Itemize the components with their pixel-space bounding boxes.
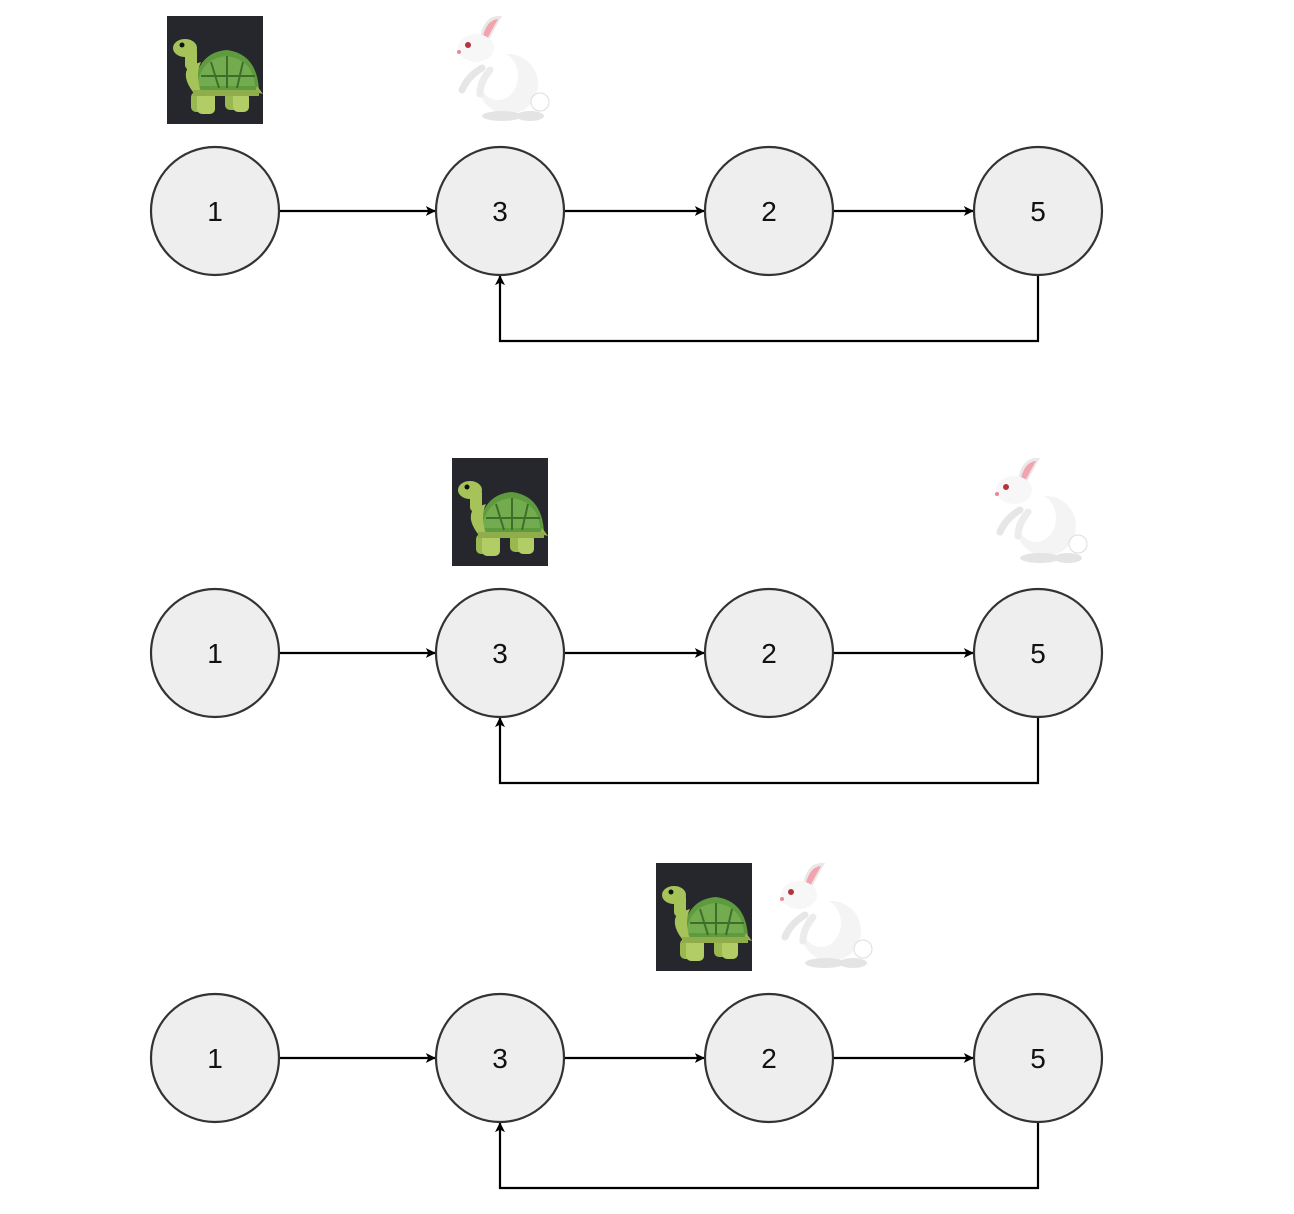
node-value-label: 5 bbox=[1030, 196, 1046, 227]
list-node: 3 bbox=[434, 587, 566, 719]
node-value-label: 1 bbox=[207, 1043, 223, 1074]
rabbit-emoji-icon bbox=[995, 458, 1087, 563]
list-node: 2 bbox=[703, 587, 835, 719]
panel-step-2: 1 3 2 5 bbox=[149, 457, 1104, 785]
node-circle bbox=[703, 992, 835, 1124]
node-value-label: 3 bbox=[492, 638, 508, 669]
list-node: 1 bbox=[149, 992, 281, 1124]
list-node: 5 bbox=[972, 145, 1104, 277]
node-value-label: 3 bbox=[492, 1043, 508, 1074]
node-value-label: 1 bbox=[207, 638, 223, 669]
node-circle bbox=[703, 587, 835, 719]
node-value-label: 2 bbox=[761, 638, 777, 669]
list-node: 3 bbox=[434, 992, 566, 1124]
node-circle bbox=[149, 587, 281, 719]
node-circle bbox=[149, 992, 281, 1124]
list-node: 5 bbox=[972, 587, 1104, 719]
node-circle bbox=[434, 992, 566, 1124]
cycle-back-arrow bbox=[495, 1122, 1040, 1190]
node-value-label: 5 bbox=[1030, 1043, 1046, 1074]
list-node: 5 bbox=[972, 992, 1104, 1124]
turtle-emoji-icon bbox=[166, 15, 264, 125]
node-value-label: 2 bbox=[761, 196, 777, 227]
list-node: 2 bbox=[703, 145, 835, 277]
node-circle bbox=[434, 145, 566, 277]
node-value-label: 5 bbox=[1030, 638, 1046, 669]
cycle-back-arrow bbox=[495, 717, 1040, 785]
node-circle bbox=[972, 145, 1104, 277]
node-value-label: 2 bbox=[761, 1043, 777, 1074]
cycle-back-arrow bbox=[495, 275, 1040, 343]
rabbit-emoji-icon bbox=[457, 16, 549, 121]
node-value-label: 3 bbox=[492, 196, 508, 227]
node-circle bbox=[149, 145, 281, 277]
node-circle bbox=[972, 992, 1104, 1124]
rabbit-emoji-icon bbox=[780, 863, 872, 968]
node-circle bbox=[972, 587, 1104, 719]
panel-step-3: 1 3 2 5 bbox=[149, 862, 1104, 1190]
turtle-emoji-icon bbox=[451, 457, 549, 567]
list-node: 1 bbox=[149, 587, 281, 719]
list-node: 3 bbox=[434, 145, 566, 277]
node-value-label: 1 bbox=[207, 196, 223, 227]
turtle-emoji-icon bbox=[655, 862, 753, 972]
node-circle bbox=[703, 145, 835, 277]
panel-step-1: 1 3 2 5 bbox=[149, 15, 1104, 343]
node-circle bbox=[434, 587, 566, 719]
list-node: 2 bbox=[703, 992, 835, 1124]
list-node: 1 bbox=[149, 145, 281, 277]
